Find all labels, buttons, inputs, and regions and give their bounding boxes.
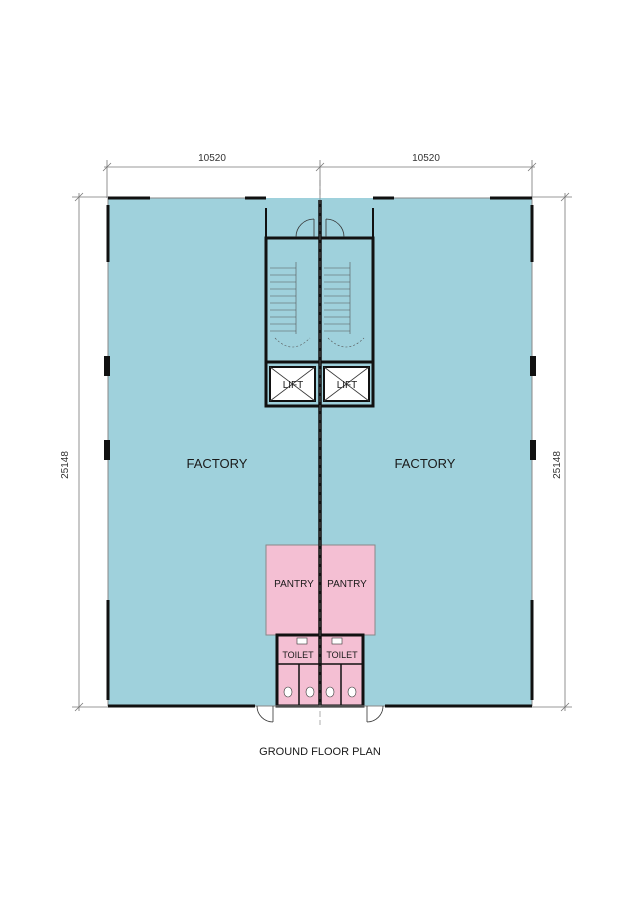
dimension-width-right: 10520 xyxy=(412,153,440,164)
toilet-icon xyxy=(283,686,293,698)
toilet-icon xyxy=(347,686,357,698)
staircase-right xyxy=(324,262,365,348)
basin-icon xyxy=(331,637,343,645)
room-label-pantry-right: PANTRY xyxy=(327,579,367,590)
room-label-factory-left: FACTORY xyxy=(187,456,248,471)
staircase-left xyxy=(270,262,311,348)
rear-doors xyxy=(256,705,384,723)
toilet-icon xyxy=(305,686,315,698)
plan-title: GROUND FLOOR PLAN xyxy=(259,746,381,758)
dimension-depth-left: 25148 xyxy=(60,451,71,479)
room-label-toilet-right: TOILET xyxy=(326,650,358,660)
outer-walls xyxy=(104,196,536,708)
room-label-toilet-left: TOILET xyxy=(282,650,314,660)
dimension-depth-right: 25148 xyxy=(552,451,563,479)
dimension-width-left: 10520 xyxy=(198,153,226,164)
dimension-lines xyxy=(72,160,572,712)
room-label-factory-right: FACTORY xyxy=(395,456,456,471)
room-label-lift-left: LIFT xyxy=(283,380,304,391)
basin-icon xyxy=(296,637,308,645)
vestibule-doors xyxy=(265,208,374,238)
toilet-icon xyxy=(325,686,335,698)
room-label-lift-right: LIFT xyxy=(337,380,358,391)
room-label-pantry-left: PANTRY xyxy=(274,579,314,590)
